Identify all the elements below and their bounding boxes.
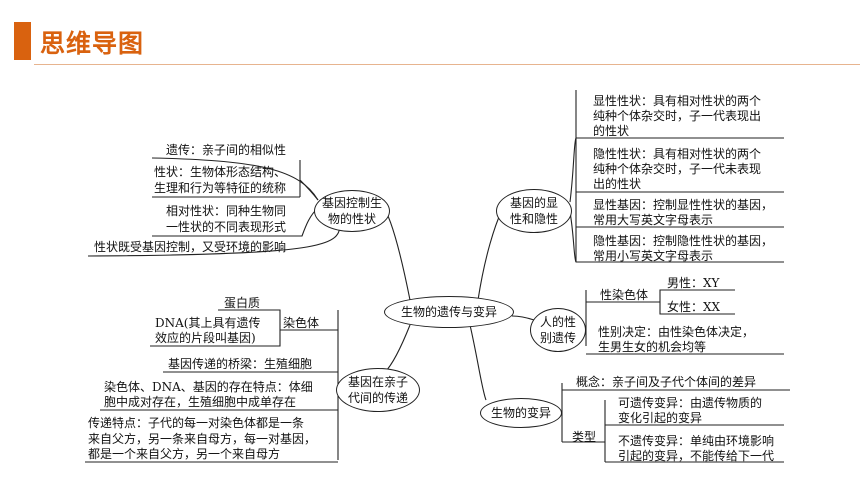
dom-recessive-gene-1: 隐性基因：控制隐性性状的基因， [593,234,774,248]
tr-dna-text-2: 效应的片段叫基因) [155,331,256,345]
branch-gene-control-line1: 基因控制生 [321,196,382,210]
tr-dna-text-1: DNA(其上具有遗传 [155,316,261,330]
branch-dominance-line2: 性和隐性 [509,212,558,226]
header-divider [34,64,860,65]
dom-recessive-trait-2: 纯种个体杂交时，子一代未表现 [593,162,762,176]
link-var-type-split [604,400,784,463]
branch-gene-control-node: 基因控制生 物的性状 [314,190,390,232]
sex-female-text: 女性：XX [667,300,721,314]
branch-dominance-line1: 基因的显 [509,196,558,210]
branch-transfer-line2: 代间的传递 [347,391,408,405]
branch-dominance-node: 基因的显 性和隐性 [496,189,572,233]
sex-determination-1: 性别决定：由性染色体决定， [598,325,755,339]
link-sex-split [659,289,735,315]
gc-heredity-text: 遗传：亲子间的相似性 [166,143,287,157]
link-center-transfer [384,324,411,373]
header-accent-bar [14,22,31,60]
branch-sex-node: 人的性 别遗传 [530,308,586,352]
tr-bridge-text: 基因传递的桥梁：生殖细胞 [168,357,313,371]
link-gc-controlled [87,225,341,257]
var-heritable-text-1: 可遗传变异：由遗传物质的 [618,396,763,410]
dom-recessive-trait-1: 隐性性状：具有相对性状的两个 [593,147,762,161]
sex-determination-2: 生男生女的机会均等 [598,340,707,354]
dom-recessive-gene-2: 常用小写英文字母表示 [593,249,714,263]
dom-dominant-trait-1: 显性性状：具有相对性状的两个 [593,94,762,108]
link-center-dominance [477,209,503,301]
branch-sex-line1: 人的性 [539,315,576,329]
link-gc-trait [152,160,319,201]
tr-characteristic-text-3: 都是一个来自父方，另一个来自母方 [88,447,281,461]
dom-recessive-trait-3: 出的性状 [593,177,642,191]
dom-dominant-gene-2: 常用大写英文字母表示 [593,213,714,227]
link-tr-protein [150,309,281,347]
dom-dominant-trait-2: 纯种个体杂交时，子一代表现出 [593,109,762,123]
gc-relative-text-2: 一性状的不同表现形式 [166,220,287,234]
tr-chromosome-label: 染色体 [283,316,320,330]
gc-trait-text-1: 性状：生物体形态结构、 [154,165,287,179]
gc-controlled-text: 性状既受基因控制，又受环境的影响 [94,240,287,254]
link-gc-heredity [151,157,319,201]
tr-characteristic-text-1: 传递特点：子代的每一对染色体都是一条 [88,416,305,430]
var-type-label: 类型 [572,430,597,444]
dom-dominant-gene-1: 显性基因：控制显性性状的基因， [593,198,774,212]
link-dom-4 [569,211,784,263]
tr-protein-text: 蛋白质 [224,296,261,310]
sex-chromosome-label: 性染色体 [600,288,649,302]
gc-trait-text-2: 生理和行为等特征的统称 [154,181,287,195]
tr-existence-text-1: 染色体、DNA、基因的存在特点：体细 [104,380,313,394]
dom-dominant-trait-3: 的性状 [593,124,630,138]
tr-characteristic-text-2: 来自父方，另一条来自母方，每一对基因， [88,432,317,446]
branch-transfer-node: 基因在亲子 代间的传递 [336,368,420,412]
branch-variation-label: 生物的变异 [490,406,551,420]
var-nonheritable-text-2: 引起的变异，不能传给下一代 [618,449,775,463]
link-center-variation [469,324,487,401]
link-center-sex [511,315,535,321]
center-topic-label: 生物的遗传与变异 [400,305,497,319]
center-topic-node: 生物的遗传与变异 [384,296,514,328]
tr-existence-text-2: 胞中成对存在，生殖细胞中成单存在 [104,395,297,409]
gc-relative-text-1: 相对性状：同种生物同 [166,204,287,218]
page-title: 思维导图 [40,29,145,58]
var-nonheritable-text-1: 不遗传变异：单纯由环境影响 [618,434,775,448]
branch-transfer-line1: 基因在亲子 [347,375,408,389]
var-concept-text: 概念：亲子间及子代个体间的差异 [576,375,757,389]
branch-sex-line2: 别遗传 [539,331,576,345]
branch-variation-node: 生物的变异 [480,398,562,428]
sex-male-text: 男性：XY [667,276,720,290]
branch-gene-control-line2: 物的性状 [327,212,376,226]
link-dom-1 [569,137,784,203]
var-heritable-text-2: 变化引起的变异 [618,411,703,425]
